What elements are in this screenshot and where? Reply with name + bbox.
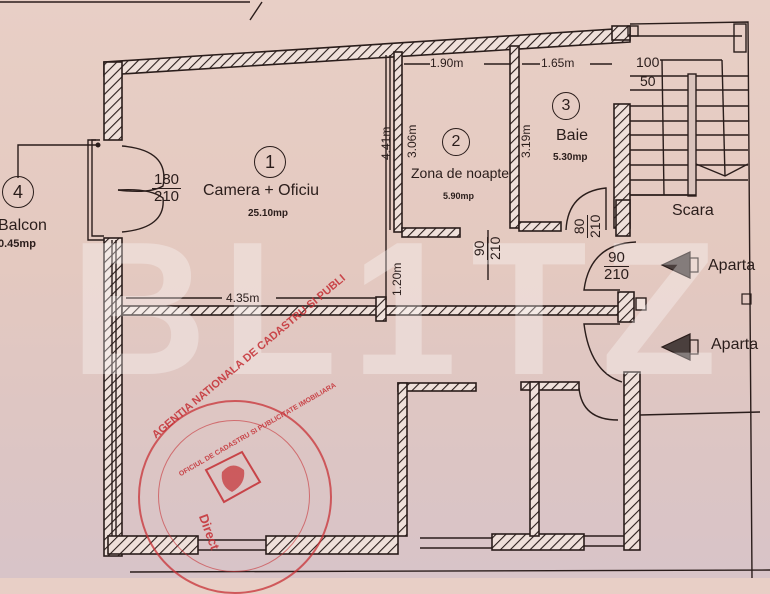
room-name-baie: Baie [556, 127, 589, 144]
dim-baie-width: 1.65m [541, 56, 575, 70]
wall-zona-left [393, 51, 403, 233]
dim-camera-width: 4.35m [226, 291, 260, 305]
dim-camera-height: 4.41m [379, 126, 393, 160]
room-area-baie: 5.30mp [553, 152, 588, 163]
stamp-inner-ring [158, 420, 310, 572]
wall-zona-baie [509, 45, 520, 229]
wall-lower-room2-top [520, 381, 580, 391]
wall-zona-bottom [401, 227, 461, 238]
room-name-balcon: Balcon [0, 217, 47, 234]
stair-dim-top: 100 [636, 54, 660, 70]
wall-right-upper [611, 25, 631, 41]
official-stamp: AGENTIA NATIONALA DE CADASTRU SI PUBLI O… [138, 272, 348, 594]
room-name-camera: Camera + Oficiu [203, 182, 320, 199]
room-number-4: 4 [2, 176, 34, 208]
wall-baie-bottom [518, 221, 562, 232]
wall-right-lower [623, 371, 641, 551]
wall-left-upper [103, 61, 123, 141]
room-number-2: 2 [442, 128, 470, 156]
wall-left-lower [103, 237, 123, 557]
room-name-zona: Zona de noapte [411, 165, 510, 181]
wall-corridor-joint [375, 296, 387, 322]
dim-baie-height: 3.19m [519, 124, 533, 158]
floor-plan-drawing [0, 1, 770, 578]
stair-label: Scara [672, 202, 714, 219]
room-area-camera: 25.10mp [248, 208, 289, 219]
dim-zona-width: 1.90m [430, 56, 464, 70]
apartment-label-1: Aparta [708, 257, 756, 274]
wall-lower-room2-side [529, 381, 540, 537]
wall-lower-room1-top [397, 382, 477, 392]
wall-lower-room1-side [397, 382, 408, 537]
wall-corridor [121, 305, 623, 316]
dim-hall-height: 1.20m [390, 262, 404, 296]
arrow-icon [660, 251, 691, 279]
coat-of-arms-icon [204, 450, 262, 504]
stair-dim-bottom: 50 [640, 73, 656, 89]
room-number-3: 3 [552, 92, 580, 120]
arrow-icon [660, 333, 691, 361]
wall-corridor-end [617, 291, 635, 323]
room-area-balcon: 0.45mp [0, 238, 36, 250]
room-number-1: 1 [254, 146, 286, 178]
wall-baie-right [615, 199, 631, 237]
apartment-label-2: Aparta [711, 336, 759, 353]
dim-zona-height: 3.06m [405, 124, 419, 158]
room-area-zona: 5.90mp [443, 191, 475, 201]
